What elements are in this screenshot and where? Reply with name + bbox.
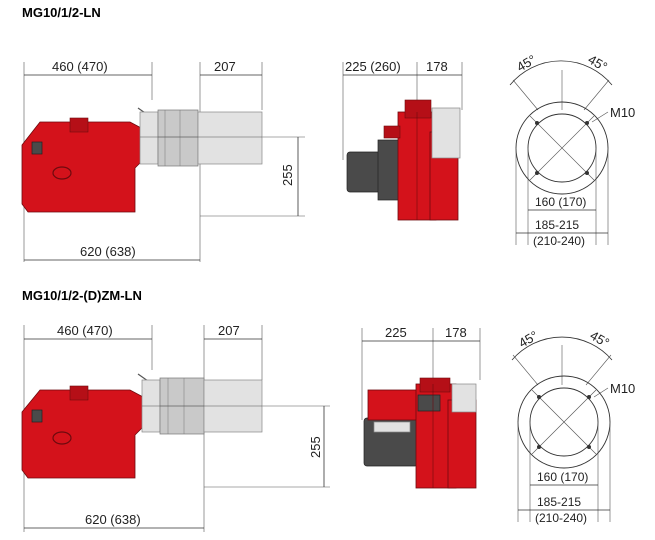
section-model-1: MG10/1/2-LN 460 (470) 207 620 (638) 255 <box>21 5 635 262</box>
dim-head-length: 207 <box>214 59 236 74</box>
flange-angle-right: 45° <box>588 328 613 351</box>
dim-total-length: 620 (638) <box>80 244 136 259</box>
dim-front-right: 178 <box>445 325 467 340</box>
dim-head-length: 207 <box>218 323 240 338</box>
dim-total-length: 620 (638) <box>85 512 141 527</box>
dim-height: 255 <box>308 436 323 458</box>
burner-side-view <box>21 373 263 479</box>
flange-bolt: M10 <box>610 381 635 396</box>
burner-front-view <box>363 377 477 489</box>
model-title: MG10/1/2-LN <box>22 5 101 20</box>
flange-outer-dia: 185-215 <box>535 218 579 232</box>
flange-view: 45° 45° M10 160 (170) 185-215 (210-240) <box>509 52 635 248</box>
flange-inner-dia: 160 (170) <box>535 195 586 209</box>
flange-view: 45° 45° M10 160 (170) 185-215 (210-240) <box>511 328 635 525</box>
burner-side-view <box>21 107 263 213</box>
flange-inner-dia: 160 (170) <box>537 470 588 484</box>
side-view-dimensions: 460 (470) 207 620 (638) 255 <box>23 59 305 262</box>
front-view-dimensions: 225 (260) 178 <box>342 59 463 160</box>
flange-angle-left: 45° <box>514 52 539 75</box>
dim-body-length: 460 (470) <box>52 59 108 74</box>
flange-outer-dia: 185-215 <box>537 495 581 509</box>
front-view-dimensions: 225 178 <box>361 325 481 420</box>
dim-front-left: 225 <box>385 325 407 340</box>
flange-angle-left: 45° <box>516 328 541 351</box>
dim-height: 255 <box>280 164 295 186</box>
flange-bolt: M10 <box>610 105 635 120</box>
side-view-dimensions: 460 (470) 207 620 (638) 255 <box>23 323 330 532</box>
flange-outer-dia-alt: (210-240) <box>535 511 587 525</box>
flange-outer-dia-alt: (210-240) <box>533 234 585 248</box>
burner-front-view <box>346 99 461 221</box>
model-title: MG10/1/2-(D)ZM-LN <box>22 288 142 303</box>
section-model-2: MG10/1/2-(D)ZM-LN 460 (470) 207 620 (638… <box>21 288 635 532</box>
flange-angle-right: 45° <box>586 52 611 75</box>
dim-body-length: 460 (470) <box>57 323 113 338</box>
dim-front-left: 225 (260) <box>345 59 401 74</box>
dim-front-right: 178 <box>426 59 448 74</box>
